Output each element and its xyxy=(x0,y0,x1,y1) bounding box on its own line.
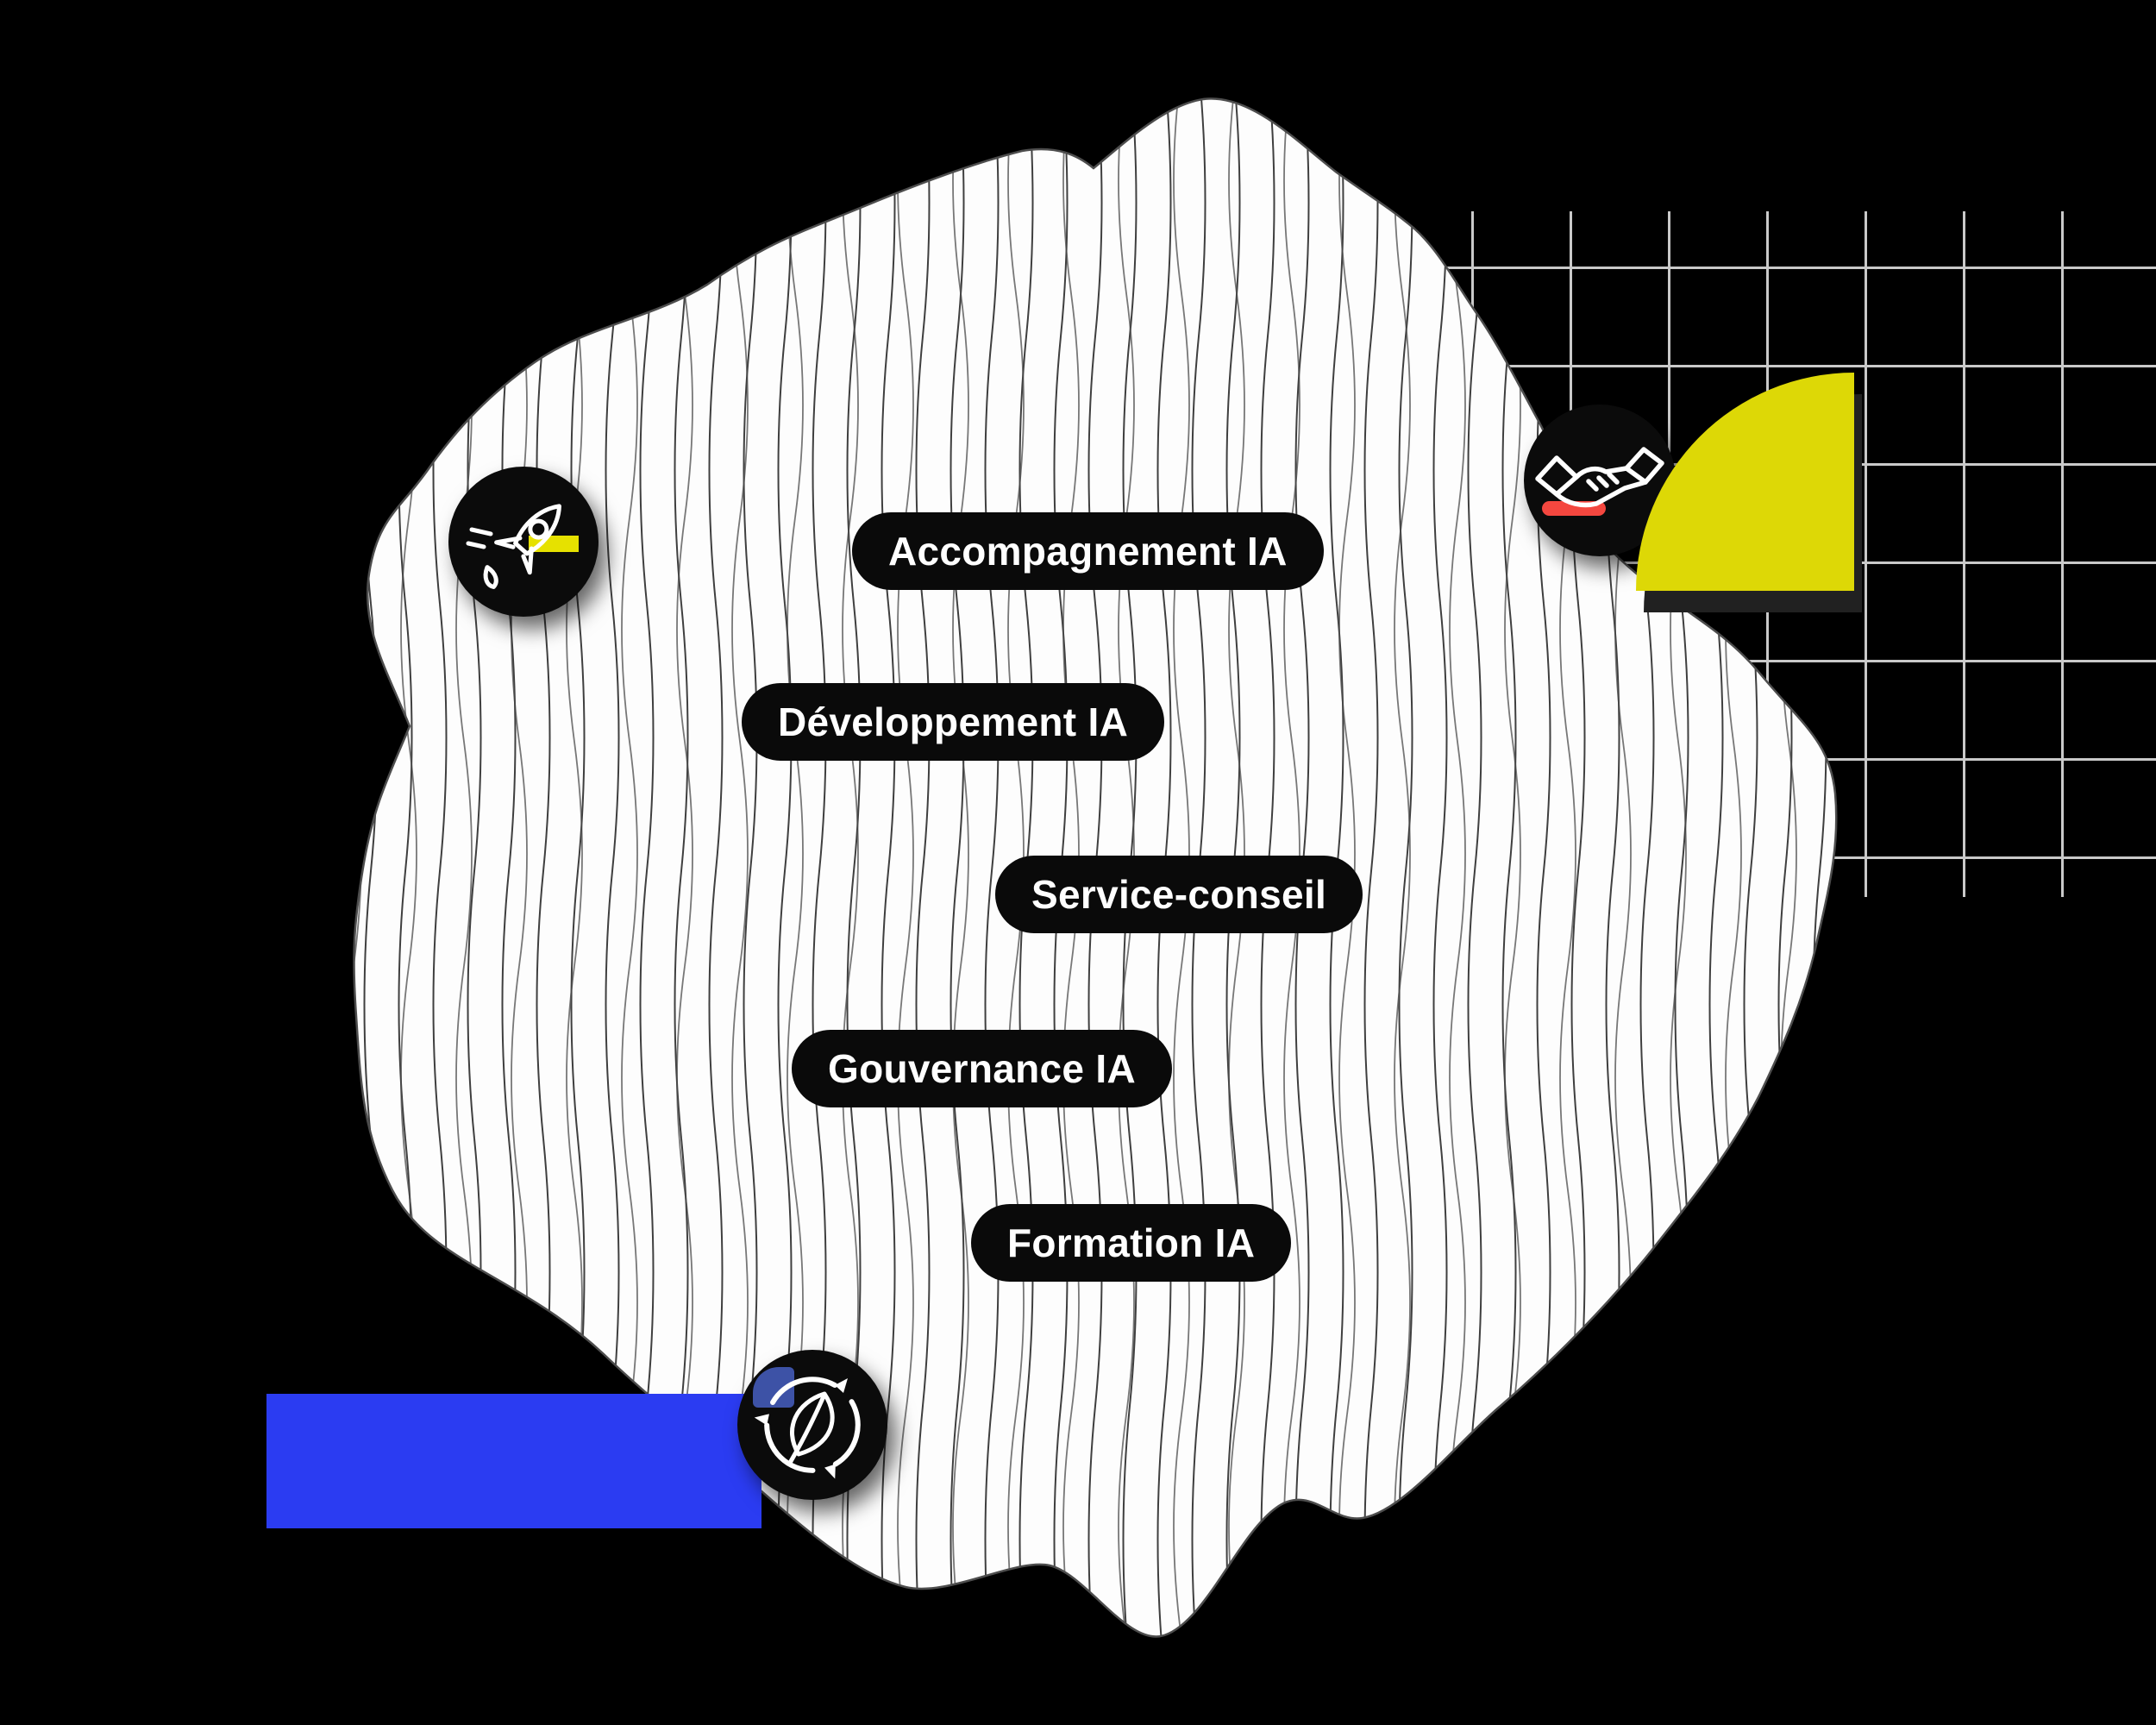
tag-formation-ia[interactable]: Formation IA xyxy=(971,1204,1292,1282)
leaf-cycle-icon xyxy=(754,1377,861,1479)
leaf-badge xyxy=(737,1350,887,1500)
rocket-accent-bar xyxy=(529,536,579,552)
rocket-badge xyxy=(448,467,599,617)
tag-service-conseil[interactable]: Service-conseil xyxy=(995,856,1363,933)
handshake-badge xyxy=(1524,405,1676,556)
tag-gouvernance-ia[interactable]: Gouvernance IA xyxy=(792,1030,1172,1107)
rocket-icon xyxy=(466,504,561,589)
tag-developpement-ia[interactable]: Développement IA xyxy=(742,683,1165,761)
handshake-icon xyxy=(1535,447,1664,508)
tag-accompagnement-ia[interactable]: Accompagnement IA xyxy=(852,512,1324,590)
blue-bar xyxy=(266,1394,761,1528)
